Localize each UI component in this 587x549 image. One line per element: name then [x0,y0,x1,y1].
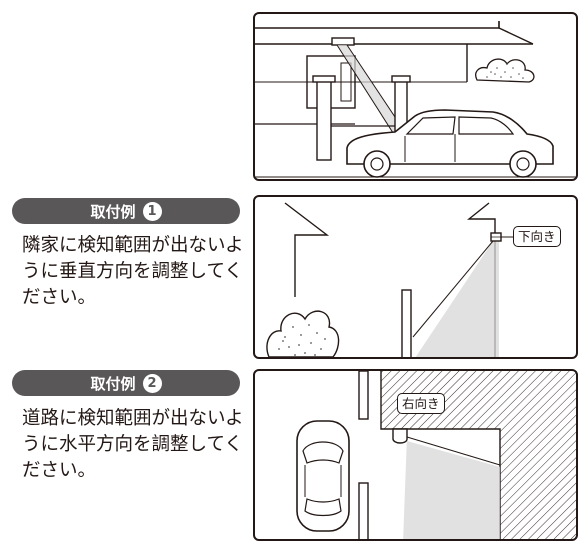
vertical-adjust-drawing [266,202,513,357]
illustration-example-2: 右向き [253,369,578,541]
example-2-number: 2 [142,373,162,393]
example-1-description: 隣家に検知範囲が出ないように垂直方向を調整してください。 [22,235,244,308]
example-1-number: 1 [142,201,162,221]
example-2-label: 取付例 [90,374,136,393]
example-1-badge: 取付例 1 [12,198,240,224]
callout-downward: 下向き [513,226,561,247]
example-1-label: 取付例 [90,202,136,221]
example-2-badge: 取付例 2 [12,370,240,396]
illustration-example-1: 下向き [253,195,578,359]
callout-rightward: 右向き [397,393,445,414]
house-car-drawing [255,21,576,178]
illustration-house-car [253,12,578,181]
example-2-description: 道路に検知範囲が出ないように水平方向を調整してください。 [22,408,244,481]
